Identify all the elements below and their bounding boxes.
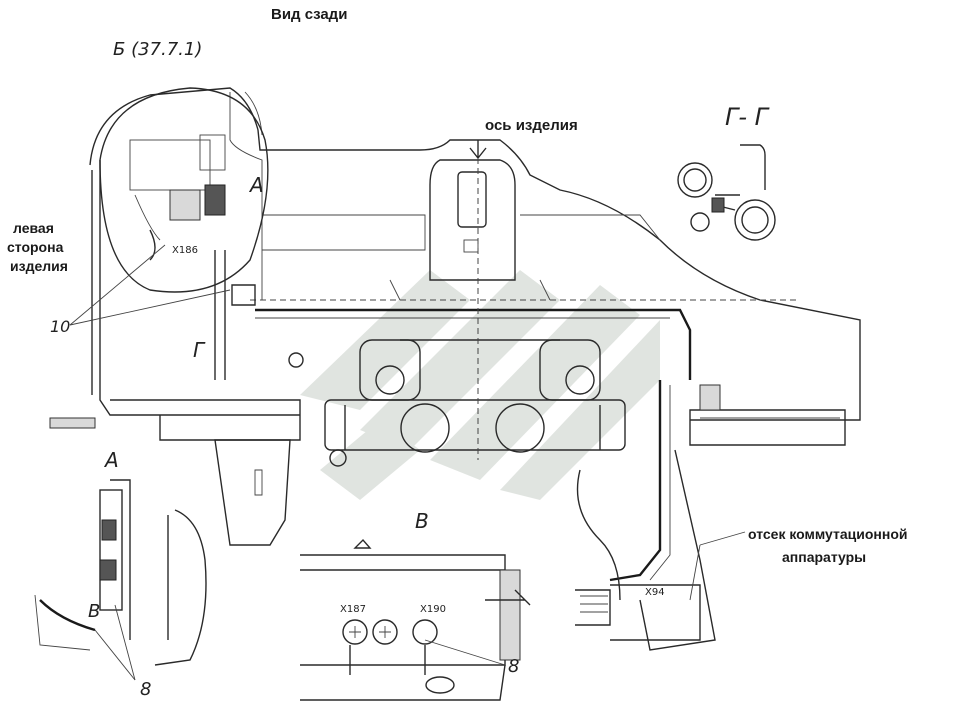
connector-x190: X190 [420,604,446,615]
left-side-label-3: изделия [10,258,68,274]
detail-view-v [300,538,531,701]
leader-lines [69,140,746,681]
left-side-label-1: левая [13,220,54,236]
callout-10: 10 [50,317,70,336]
detail-view-a [34,479,207,681]
callout-8-left: 8 [140,679,151,700]
compartment-label-2: аппаратуры [782,549,866,565]
vehicle-body-outline [49,87,861,651]
left-side-label-2: сторона [7,239,64,255]
watermark-logo [300,270,660,500]
section-gg-detail [677,144,776,241]
view-b-label: Б (37.7.1) [113,39,202,60]
callout-8-right: 8 [508,656,519,677]
axis-label: ось изделия [485,117,578,134]
connector-x186: X186 [172,245,198,256]
title-rear-view: Вид сзади [271,6,347,23]
view-a-marker-detail: А [103,448,119,472]
view-a-marker-main: А [248,173,264,197]
connector-x94: X94 [645,587,665,598]
view-v-marker-main: В [415,509,429,533]
section-gg-label: Г- Г [725,103,770,131]
detail-view-b [99,87,269,380]
g-marker: Г [193,338,206,362]
compartment-label-1: отсек коммутационной [748,526,908,542]
view-v-marker-detail: В [88,601,100,622]
connector-x187: X187 [340,604,366,615]
